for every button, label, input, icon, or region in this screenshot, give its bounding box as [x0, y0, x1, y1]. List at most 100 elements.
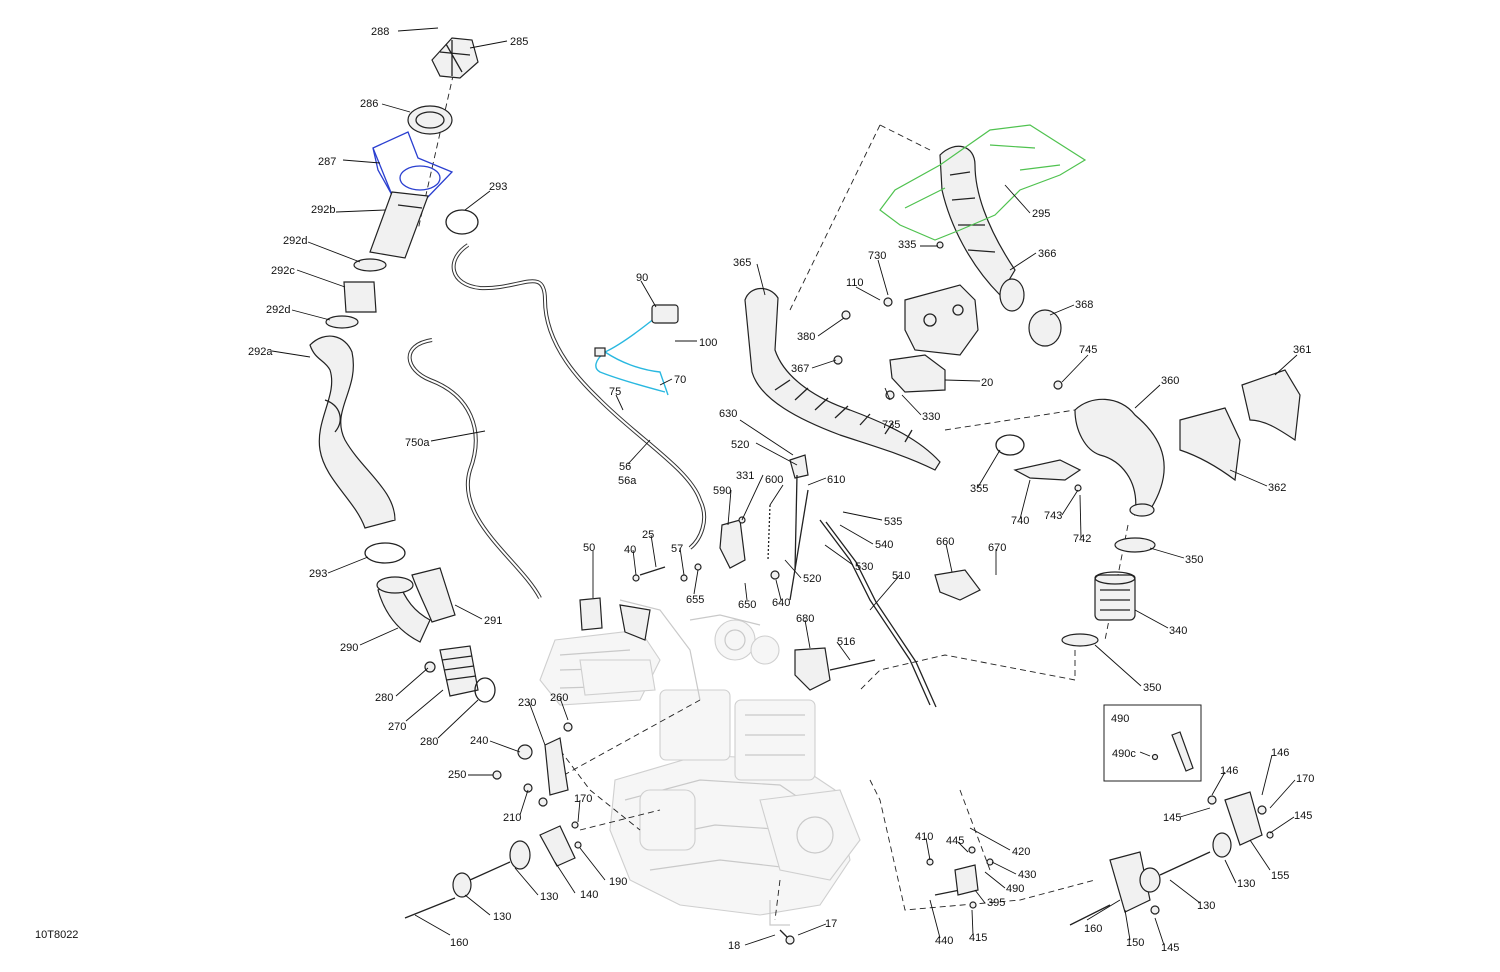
- duct-assembly: [744, 124, 1087, 471]
- assembly-lines: [417, 44, 1129, 921]
- callout-292a: 292a: [248, 346, 273, 358]
- callout-355: 355: [970, 483, 988, 495]
- callout-280-lower: 280: [420, 736, 438, 748]
- callout-742: 742: [1073, 533, 1091, 545]
- leader-lines: [271, 27, 1298, 946]
- callout-140: 140: [580, 889, 598, 901]
- callout-40: 40: [624, 544, 636, 556]
- callout-600: 600: [765, 474, 783, 486]
- callout-331: 331: [736, 470, 754, 482]
- callout-25: 25: [642, 529, 654, 541]
- callout-360: 360: [1161, 375, 1179, 387]
- callout-630: 630: [719, 408, 737, 420]
- callout-590: 590: [713, 485, 731, 497]
- callout-291: 291: [484, 615, 502, 627]
- callout-295: 295: [1032, 208, 1050, 220]
- callout-330: 330: [922, 411, 940, 423]
- callout-160-right: 160: [1084, 923, 1102, 935]
- callout-743: 743: [1044, 510, 1062, 522]
- callout-145-b: 145: [1294, 810, 1312, 822]
- engine-ghost: [539, 599, 861, 926]
- callout-350-upper: 350: [1185, 554, 1203, 566]
- callout-362: 362: [1268, 482, 1286, 494]
- engine-mounts: [404, 722, 1274, 945]
- callout-366: 366: [1038, 248, 1056, 260]
- callout-490: 490: [1006, 883, 1024, 895]
- callout-660: 660: [936, 536, 954, 548]
- callout-293-lower: 293: [309, 568, 327, 580]
- callout-440: 440: [935, 935, 953, 947]
- callout-367: 367: [791, 363, 809, 375]
- callout-146-b: 146: [1271, 747, 1289, 759]
- callout-290: 290: [340, 642, 358, 654]
- callout-380: 380: [797, 331, 815, 343]
- inset-sub-label: 490c: [1112, 748, 1136, 760]
- callout-750a: 750a: [405, 437, 430, 449]
- callout-735: 735: [882, 419, 900, 431]
- callout-365: 365: [733, 257, 751, 269]
- callout-415: 415: [969, 932, 987, 944]
- callout-75: 75: [609, 386, 621, 398]
- callout-530: 530: [855, 561, 873, 573]
- callout-540: 540: [875, 539, 893, 551]
- callout-410: 410: [915, 831, 933, 843]
- callout-20: 20: [981, 377, 993, 389]
- callout-110: 110: [846, 277, 864, 289]
- callout-520-upper: 520: [731, 439, 749, 451]
- callout-250: 250: [448, 769, 466, 781]
- callout-670: 670: [988, 542, 1006, 554]
- callout-280-upper: 280: [375, 692, 393, 704]
- callout-170-left: 170: [574, 793, 592, 805]
- callout-50: 50: [583, 542, 595, 554]
- callout-130-right-a: 130: [1237, 878, 1255, 890]
- callout-56a: 56a: [618, 475, 637, 487]
- callout-130-right-b: 130: [1197, 900, 1215, 912]
- callout-160-left: 160: [450, 937, 468, 949]
- shift-linkage: [579, 454, 981, 708]
- callout-535: 535: [884, 516, 902, 528]
- callout-90: 90: [636, 272, 648, 284]
- callout-130-left-b: 130: [493, 911, 511, 923]
- callout-340: 340: [1169, 625, 1187, 637]
- callout-286: 286: [360, 98, 378, 110]
- callout-240: 240: [470, 735, 488, 747]
- callout-292b: 292b: [311, 204, 335, 216]
- callout-292d-upper: 292d: [283, 235, 307, 247]
- callout-145-c: 145: [1161, 942, 1179, 954]
- callout-70: 70: [674, 374, 686, 386]
- callout-155: 155: [1271, 870, 1289, 882]
- callout-368: 368: [1075, 299, 1093, 311]
- callout-293-upper: 293: [489, 181, 507, 193]
- callout-190: 190: [609, 876, 627, 888]
- callout-610: 610: [827, 474, 845, 486]
- callout-130-left-a: 130: [540, 891, 558, 903]
- callout-350-lower: 350: [1143, 682, 1161, 694]
- callout-18: 18: [728, 940, 740, 952]
- callout-650: 650: [738, 599, 756, 611]
- callout-146-a: 146: [1220, 765, 1238, 777]
- callout-287: 287: [318, 156, 336, 168]
- callout-361: 361: [1293, 344, 1311, 356]
- callout-395: 395: [987, 897, 1005, 909]
- inset-title: 490: [1111, 713, 1129, 725]
- callout-430: 430: [1018, 869, 1036, 881]
- callout-285: 285: [510, 36, 528, 48]
- callout-420: 420: [1012, 846, 1030, 858]
- callout-730: 730: [868, 250, 886, 262]
- callout-292d-lower: 292d: [266, 304, 290, 316]
- callout-57: 57: [671, 543, 683, 555]
- inset-490: 490 490c: [1103, 704, 1202, 782]
- callout-292c: 292c: [271, 265, 295, 277]
- callout-520-lower: 520: [803, 573, 821, 585]
- callout-100: 100: [699, 337, 717, 349]
- callout-655: 655: [686, 594, 704, 606]
- callout-740: 740: [1011, 515, 1029, 527]
- callout-56: 56: [619, 461, 631, 473]
- callout-288: 288: [371, 26, 389, 38]
- callout-labels: 288 285 286 287 293 292b 292d 292c 292d …: [248, 26, 1314, 954]
- air-intake-assembly: [309, 37, 496, 703]
- callout-170-right: 170: [1296, 773, 1314, 785]
- callout-516: 516: [837, 636, 855, 648]
- vent-hoses: [407, 243, 707, 599]
- harness-70: [594, 304, 679, 396]
